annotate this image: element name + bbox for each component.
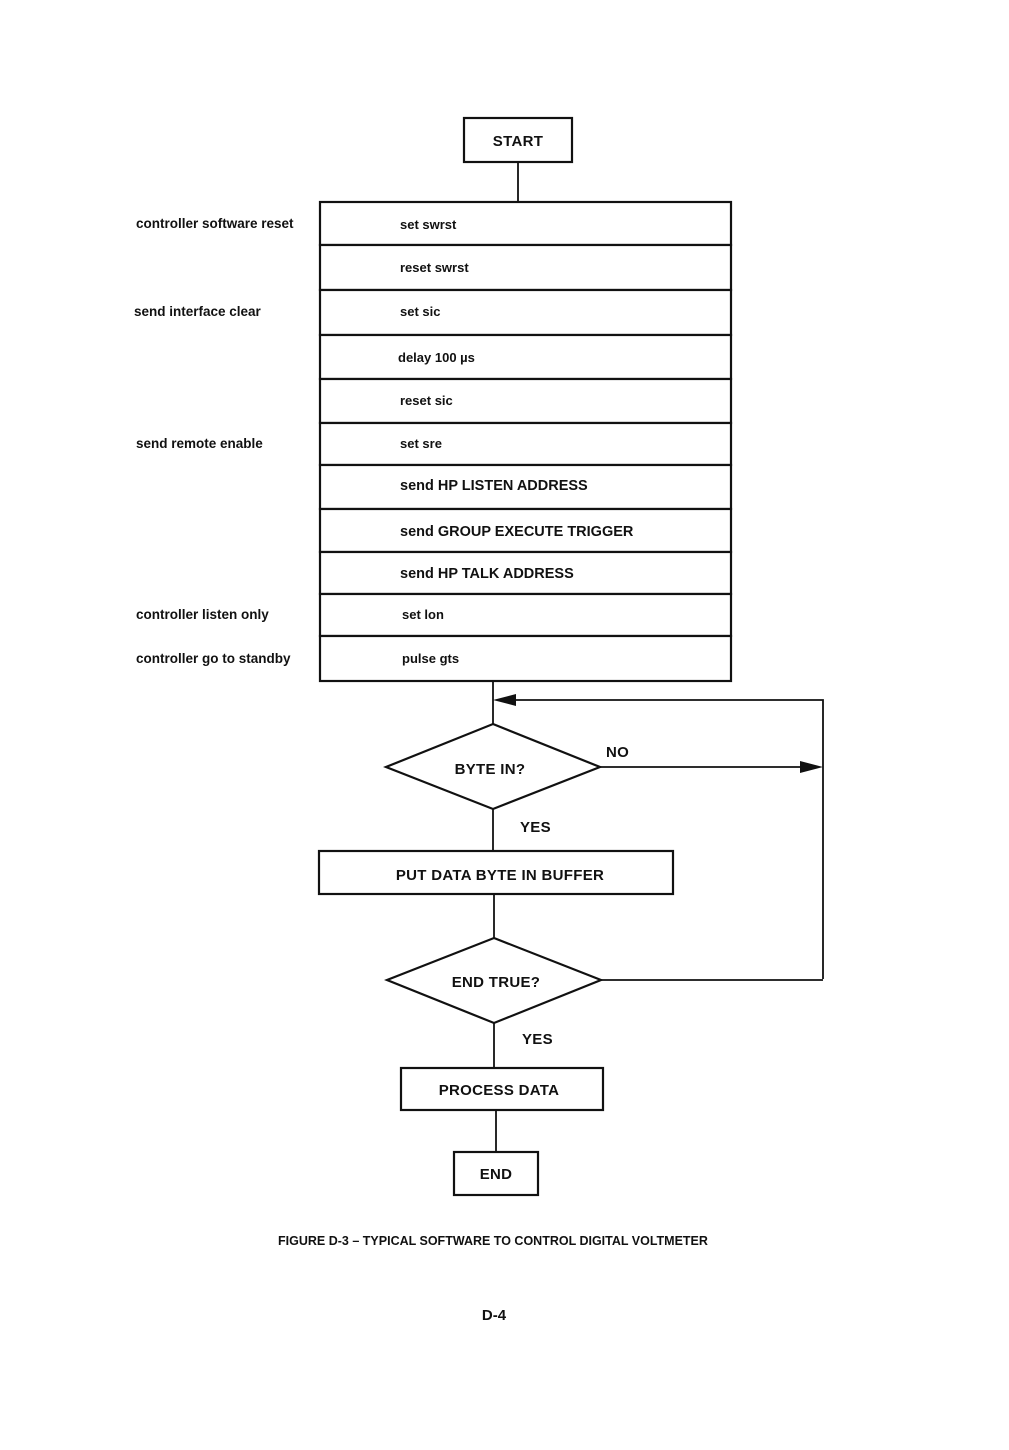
loop-back-line bbox=[500, 699, 824, 979]
step-text: set sic bbox=[400, 304, 440, 319]
step-row bbox=[318, 200, 733, 247]
step-row bbox=[318, 463, 733, 511]
no-branch-arrowhead bbox=[800, 761, 823, 773]
step-row bbox=[318, 288, 733, 337]
step-text: reset swrst bbox=[400, 260, 469, 275]
step-row bbox=[318, 377, 733, 425]
end-box bbox=[452, 1150, 540, 1197]
put-data-label: PUT DATA BYTE IN BUFFER bbox=[396, 867, 604, 884]
step-row bbox=[318, 592, 733, 638]
loop-back-arrowhead bbox=[493, 694, 516, 706]
process-data-label: PROCESS DATA bbox=[439, 1082, 560, 1099]
step-text: set lon bbox=[402, 607, 444, 622]
decision-end-true-yes-label: YES bbox=[522, 1031, 553, 1048]
step-text: send HP TALK ADDRESS bbox=[400, 566, 574, 582]
step-text: reset sic bbox=[400, 393, 453, 408]
decision-end-true-label: END TRUE? bbox=[452, 974, 541, 991]
decision-byte-in-yes-label: YES bbox=[520, 819, 551, 836]
step-row bbox=[318, 243, 733, 292]
page-number: D-4 bbox=[482, 1307, 507, 1324]
start-box bbox=[462, 116, 574, 164]
decision-byte-in-label: BYTE IN? bbox=[455, 761, 526, 778]
step-text: send HP LISTEN ADDRESS bbox=[400, 478, 588, 494]
step-row bbox=[318, 421, 733, 467]
decision-byte-in-no-label: NO bbox=[606, 744, 629, 761]
process-data-box bbox=[399, 1066, 605, 1112]
figure-caption: FIGURE D-3 – TYPICAL SOFTWARE TO CONTROL… bbox=[278, 1234, 708, 1248]
step-text: delay 100 µs bbox=[398, 350, 475, 365]
step-row bbox=[318, 634, 733, 683]
step-side-label: send remote enable bbox=[136, 436, 263, 451]
step-text: set sre bbox=[400, 436, 442, 451]
put-data-box bbox=[317, 849, 675, 896]
step-text: send GROUP EXECUTE TRIGGER bbox=[400, 524, 634, 540]
end-label: END bbox=[480, 1166, 513, 1183]
step-text: pulse gts bbox=[402, 651, 459, 666]
step-text: set swrst bbox=[400, 217, 457, 232]
step-row bbox=[318, 333, 733, 381]
step-side-label: send interface clear bbox=[134, 304, 262, 319]
step-side-label: controller go to standby bbox=[136, 651, 291, 666]
step-side-label: controller listen only bbox=[136, 607, 269, 622]
start-label: START bbox=[493, 133, 543, 150]
step-rows: set swrst controller software reset rese… bbox=[134, 200, 733, 683]
step-side-label: controller software reset bbox=[136, 216, 294, 231]
